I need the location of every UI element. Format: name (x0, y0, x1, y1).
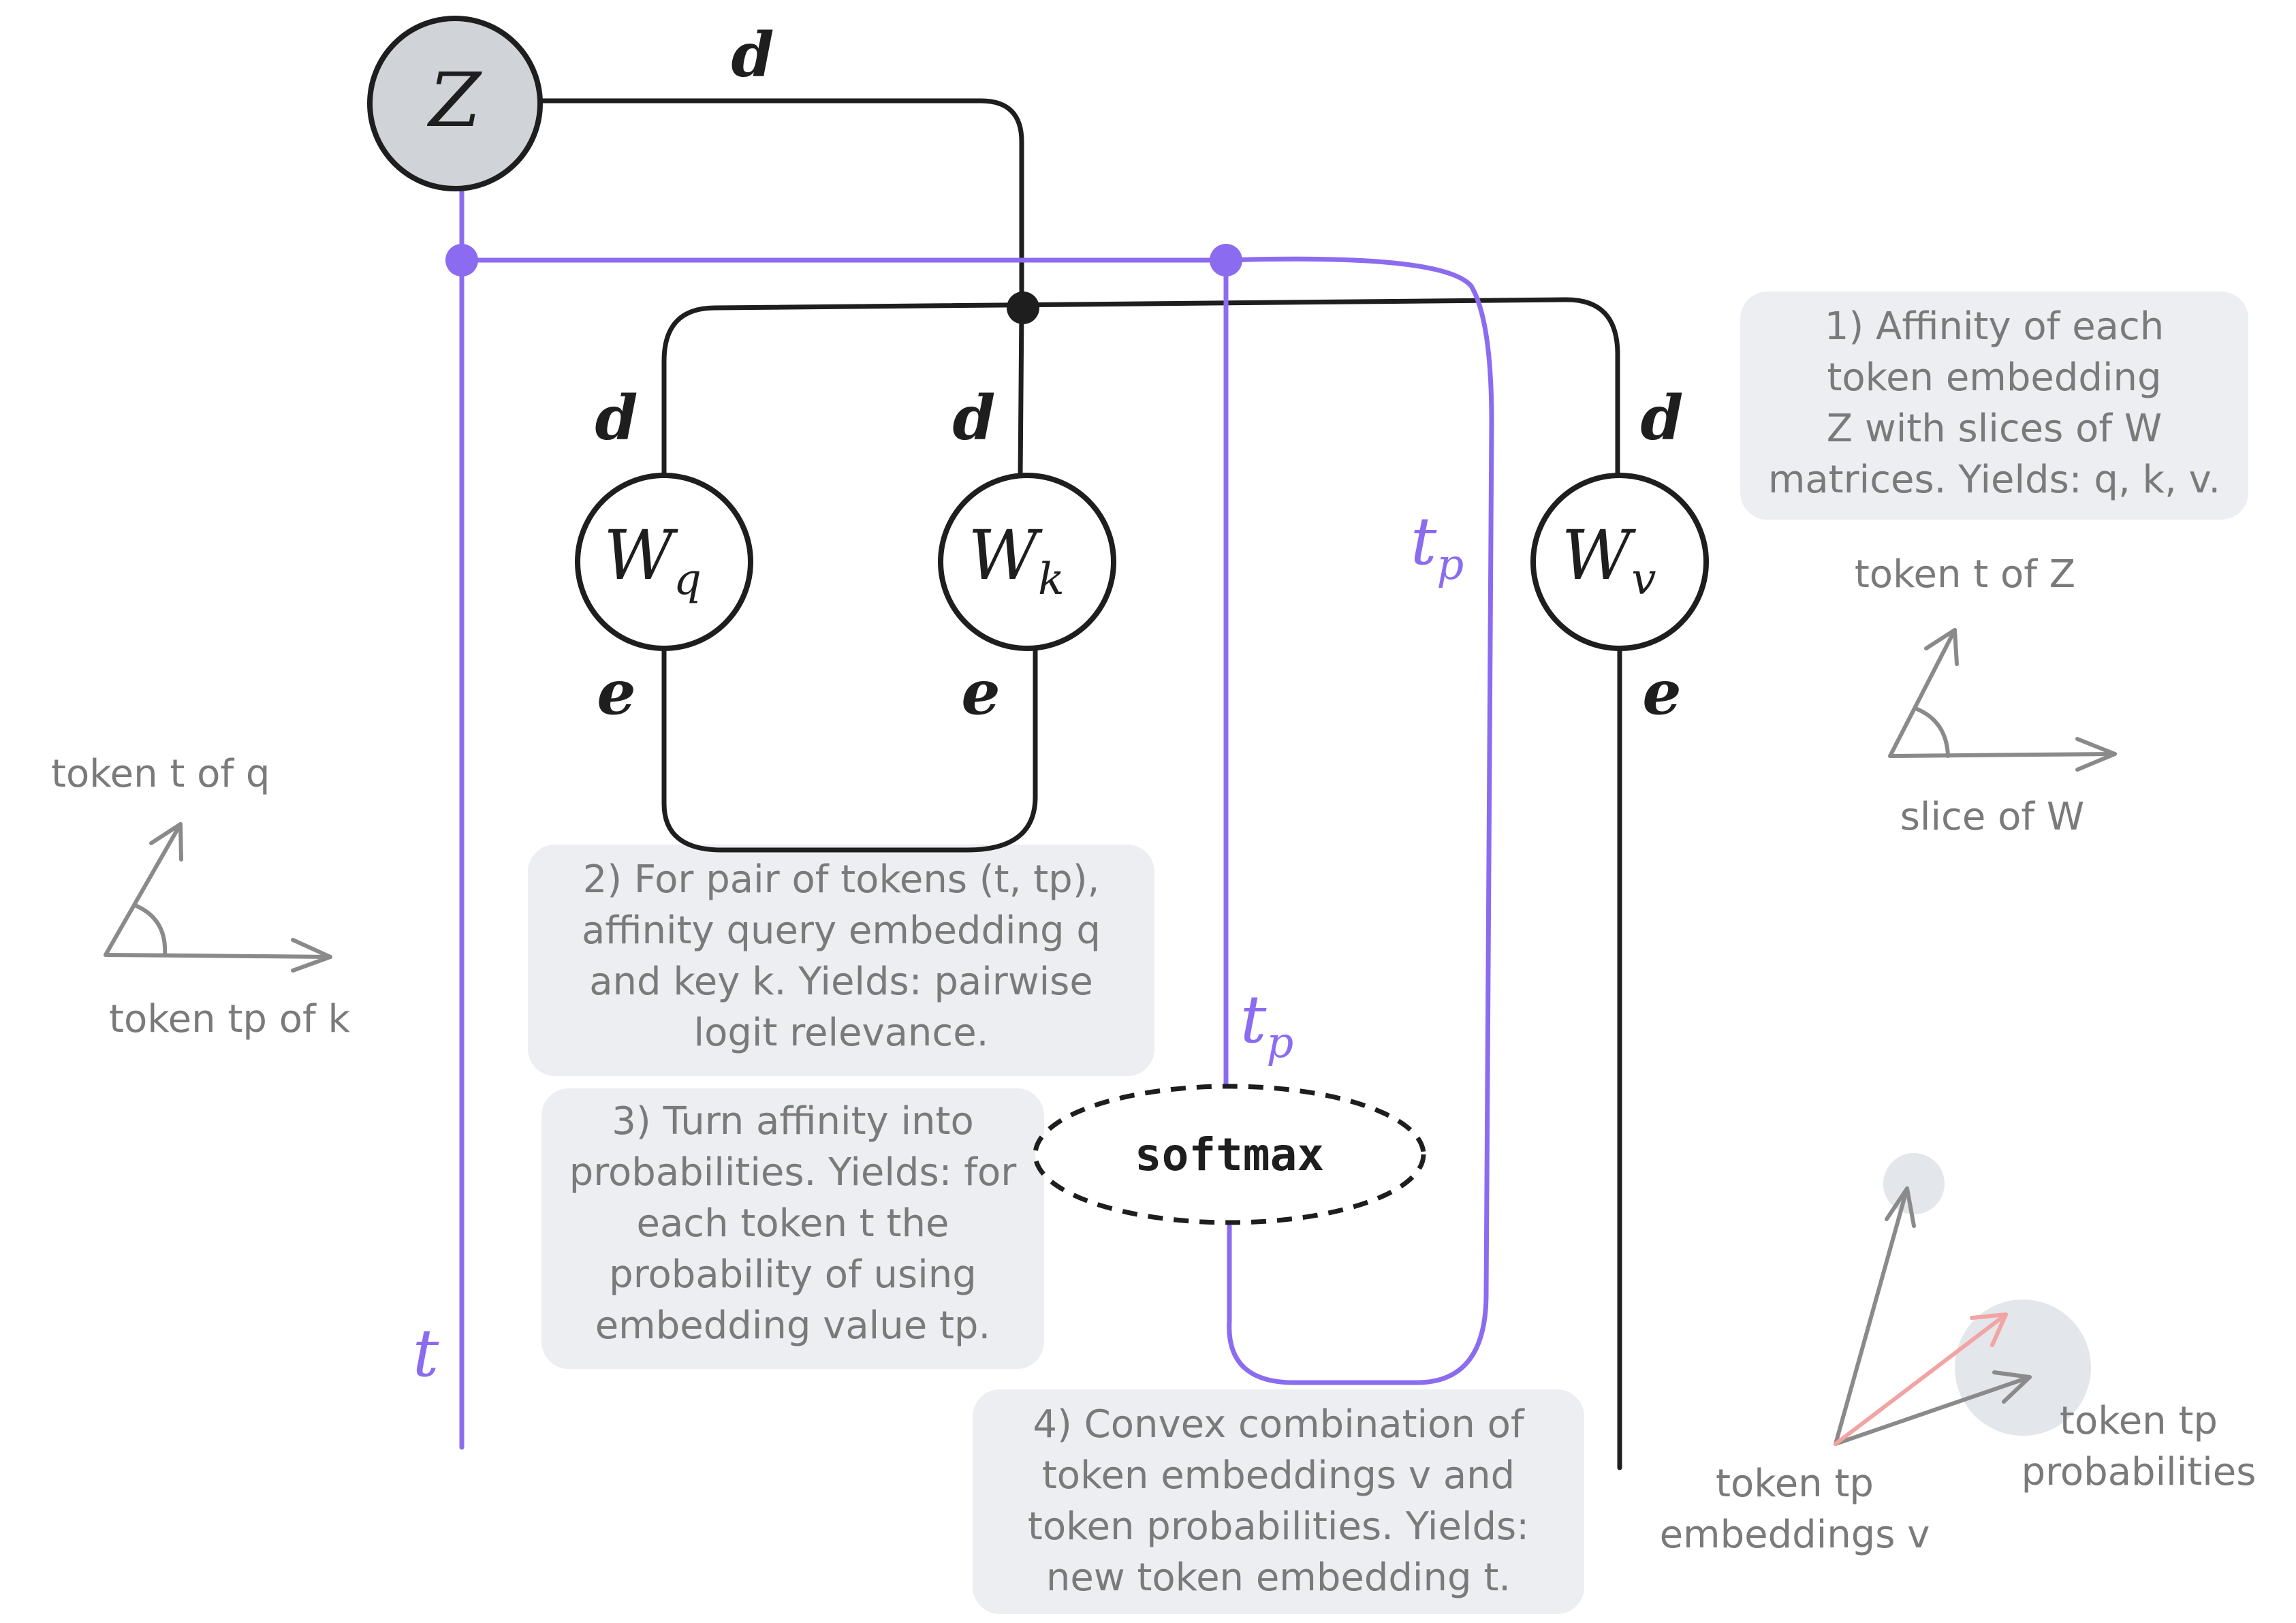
note-2-line-3: and key k. Yields: pairwise (589, 960, 1093, 1004)
dim-wq-e: e (597, 657, 635, 729)
zw-angle-sketch (1888, 628, 2117, 772)
wv-node: Wv (1530, 473, 1709, 651)
tp-center-base: t (1240, 981, 1267, 1058)
dim-wv-e: e (1642, 657, 1681, 729)
t-left-label: t (413, 1315, 439, 1391)
embeddings-v-label-line-2: embeddings v (1660, 1513, 1930, 1557)
qk-q-label: token t of q (51, 752, 270, 796)
wire-bus (712, 297, 1569, 311)
wk-base: W (968, 516, 1043, 595)
dimension-labels: d d d d e e e (595, 19, 1684, 729)
zw-w-label: slice of W (1900, 795, 2084, 839)
tp-center-sub: p (1266, 1018, 1293, 1067)
wire-tp-loop (1223, 256, 1494, 1385)
purple-labels: tp tp t (413, 503, 1464, 1391)
note-1-line-4: matrices. Yields: q, k, v. (1768, 458, 2220, 502)
wire-junction-to-wk (1018, 305, 1024, 479)
note-4-line-2: token embeddings v and (1042, 1453, 1515, 1498)
wv-sub: v (1631, 554, 1656, 605)
note-1-box (1740, 291, 2248, 520)
wire-qk-contraction (661, 648, 1038, 853)
purple-wires (459, 185, 1494, 1450)
note-3-line-4: probability of using (609, 1252, 977, 1297)
tp-junction-dot (1210, 244, 1242, 277)
z-node-label: Z (427, 57, 482, 144)
dim-top-d: d (732, 19, 774, 91)
wk-sub: k (1038, 554, 1065, 605)
note-3: 3) Turn affinity into probabilities. Yie… (569, 1099, 1018, 1348)
note-4-box (973, 1389, 1584, 1614)
dim-wk-e: e (961, 657, 1000, 729)
embedding-arrow-up (1834, 1186, 1909, 1446)
wire-bus-to-wq (661, 305, 718, 479)
note-2-line-4: logit relevance. (694, 1011, 989, 1055)
note-4-line-4: new token embedding t. (1046, 1556, 1511, 1600)
note-3-line-3: each token t the (637, 1201, 949, 1246)
note-1-line-3: Z with slices of W (1827, 407, 2162, 451)
wk-node: Wk (938, 473, 1116, 651)
dim-wq-d: d (595, 382, 638, 454)
qk-arrow-diagonal (104, 822, 183, 957)
t-junction-dot (445, 244, 478, 277)
prob-blob-small (1883, 1153, 1945, 1214)
embeddings-v-label-line-1: token tp (1716, 1462, 1874, 1506)
note-4: 4) Convex combination of token embedding… (1028, 1402, 1529, 1600)
note-2-line-2: affinity query embedding q (582, 909, 1101, 953)
z-node: Z (367, 16, 543, 191)
dim-wk-d: d (953, 382, 996, 454)
note-1-line-1: 1) Affinity of each (1825, 304, 2165, 349)
note-2: 2) For pair of tokens (t, tp), affinity … (582, 857, 1101, 1055)
probabilities-label-line-2: probabilities (2022, 1450, 2256, 1494)
tp-right-sub: p (1436, 539, 1464, 589)
black-wires (539, 98, 1622, 1470)
note-3-line-2: probabilities. Yields: for (569, 1150, 1018, 1195)
bus-junction-dot (1007, 291, 1039, 324)
note-1: 1) Affinity of each token embedding Z wi… (1768, 304, 2220, 502)
note-3-box (541, 1088, 1044, 1369)
convex-combination-sketch (1834, 1186, 2032, 1446)
probabilities-label-line-1: token tp (2060, 1399, 2218, 1443)
tp-right-base: t (1411, 503, 1437, 580)
wq-node: Wq (575, 473, 753, 651)
wv-base: W (1562, 516, 1637, 595)
qk-angle-sketch (104, 822, 332, 973)
wq-sub: q (674, 554, 702, 605)
note-2-box (528, 845, 1154, 1076)
combined-embedding-arrow (1834, 1312, 2008, 1446)
prob-blob-large (1955, 1299, 2091, 1436)
qk-k-label: token tp of k (109, 997, 350, 1041)
wire-bus-to-wv (1564, 297, 1620, 479)
dim-wv-d: d (1641, 382, 1684, 454)
note-3-line-1: 3) Turn affinity into (612, 1099, 973, 1144)
wire-z-to-junction (539, 98, 1024, 311)
zw-arrow-horizontal (1888, 752, 2117, 758)
note-1-line-2: token embedding (1827, 356, 2161, 400)
zw-arrow-diagonal (1888, 628, 1957, 758)
qk-angle-arc (134, 904, 168, 957)
embedding-arrow-right (1834, 1375, 2032, 1446)
svg-text:tp: tp (1411, 503, 1464, 589)
qk-arrow-horizontal (104, 953, 332, 959)
wq-base: W (603, 516, 678, 595)
note-2-line-1: 2) For pair of tokens (t, tp), (583, 857, 1100, 902)
svg-text:Wk: Wk (968, 516, 1065, 605)
softmax-label: softmax (1135, 1129, 1324, 1181)
note-3-line-5: embedding value tp. (595, 1304, 991, 1348)
svg-text:Wv: Wv (1562, 516, 1656, 605)
zw-z-label: token t of Z (1855, 552, 2075, 597)
zw-angle-arc (1913, 706, 1950, 758)
svg-text:Wq: Wq (603, 516, 702, 605)
svg-text:tp: tp (1240, 981, 1293, 1067)
softmax-node: softmax (1033, 1084, 1426, 1225)
note-4-line-1: 4) Convex combination of (1033, 1402, 1525, 1447)
note-4-line-3: token probabilities. Yields: (1028, 1504, 1529, 1549)
